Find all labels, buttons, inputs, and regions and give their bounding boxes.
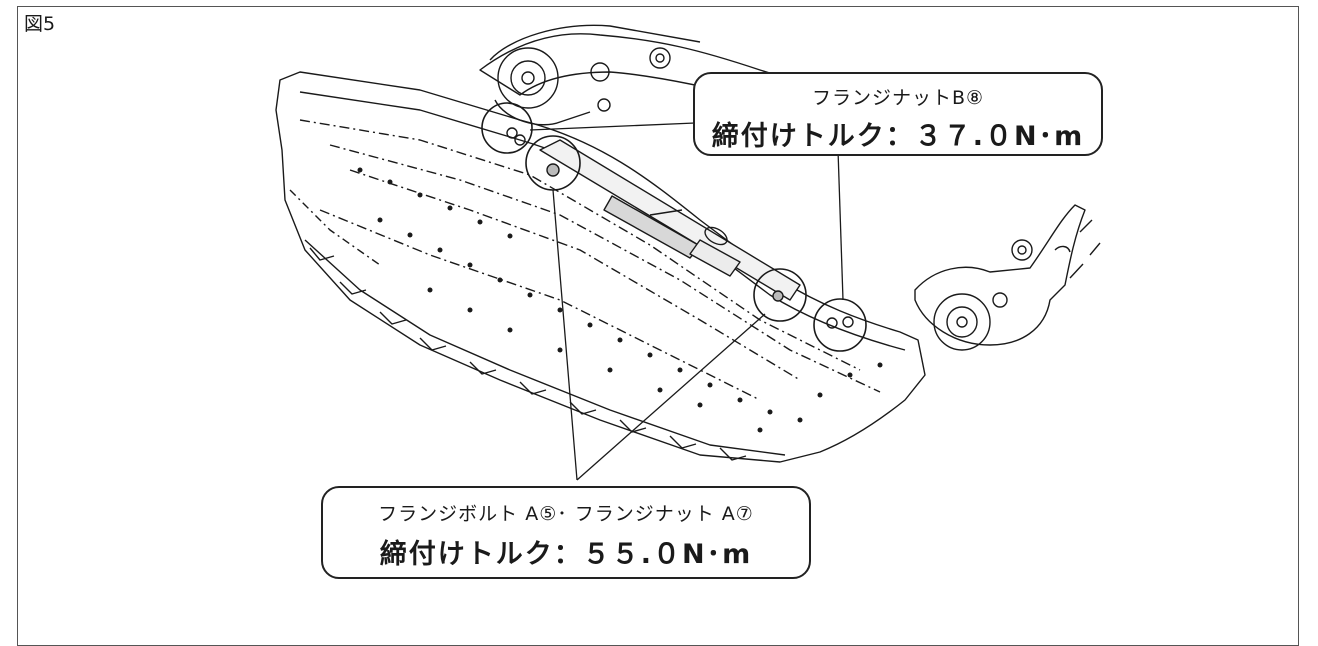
callout-flange-nut-b-name: フランジナットB⑧ [811, 87, 985, 109]
leader-bolt-a-1 [552, 189, 578, 481]
mount-bushing-right [933, 293, 991, 351]
callout-flange-nut-b: フランジナットB⑧ 締付けトルク：３７.０N･m [693, 72, 1103, 156]
callout-flange-bolt-a-name: フランジボルト A⑤･ フランジナット A⑦ [378, 503, 754, 525]
torque-wrench [539, 139, 801, 301]
figure-label: 図5 [24, 13, 56, 35]
undercover-drawing [275, 24, 1101, 481]
under-cover-outline [275, 71, 926, 463]
callout-flange-bolt-a: フランジボルト A⑤･ フランジナット A⑦ 締付けトルク：５５.０N･m [321, 486, 811, 579]
highlight-circle-nut-b-left [481, 102, 533, 154]
leader-bolt-a-2 [576, 313, 766, 481]
nut-b-head-1 [826, 317, 838, 329]
leader-nut-b-right [837, 149, 844, 301]
callout-flange-nut-b-torque: 締付けトルク：３７.０N･m [711, 121, 1085, 152]
callout-flange-bolt-a-torque: 締付けトルク：５５.０N･m [379, 539, 753, 570]
nut-b-head-2 [842, 316, 854, 328]
highlight-circle-nut-b-right [813, 298, 867, 352]
mount-bushing-left [497, 47, 559, 109]
leader-nut-b-left [529, 122, 696, 131]
highlight-circle-bolt-a-2 [753, 268, 807, 322]
crossmember-right [914, 204, 1086, 346]
